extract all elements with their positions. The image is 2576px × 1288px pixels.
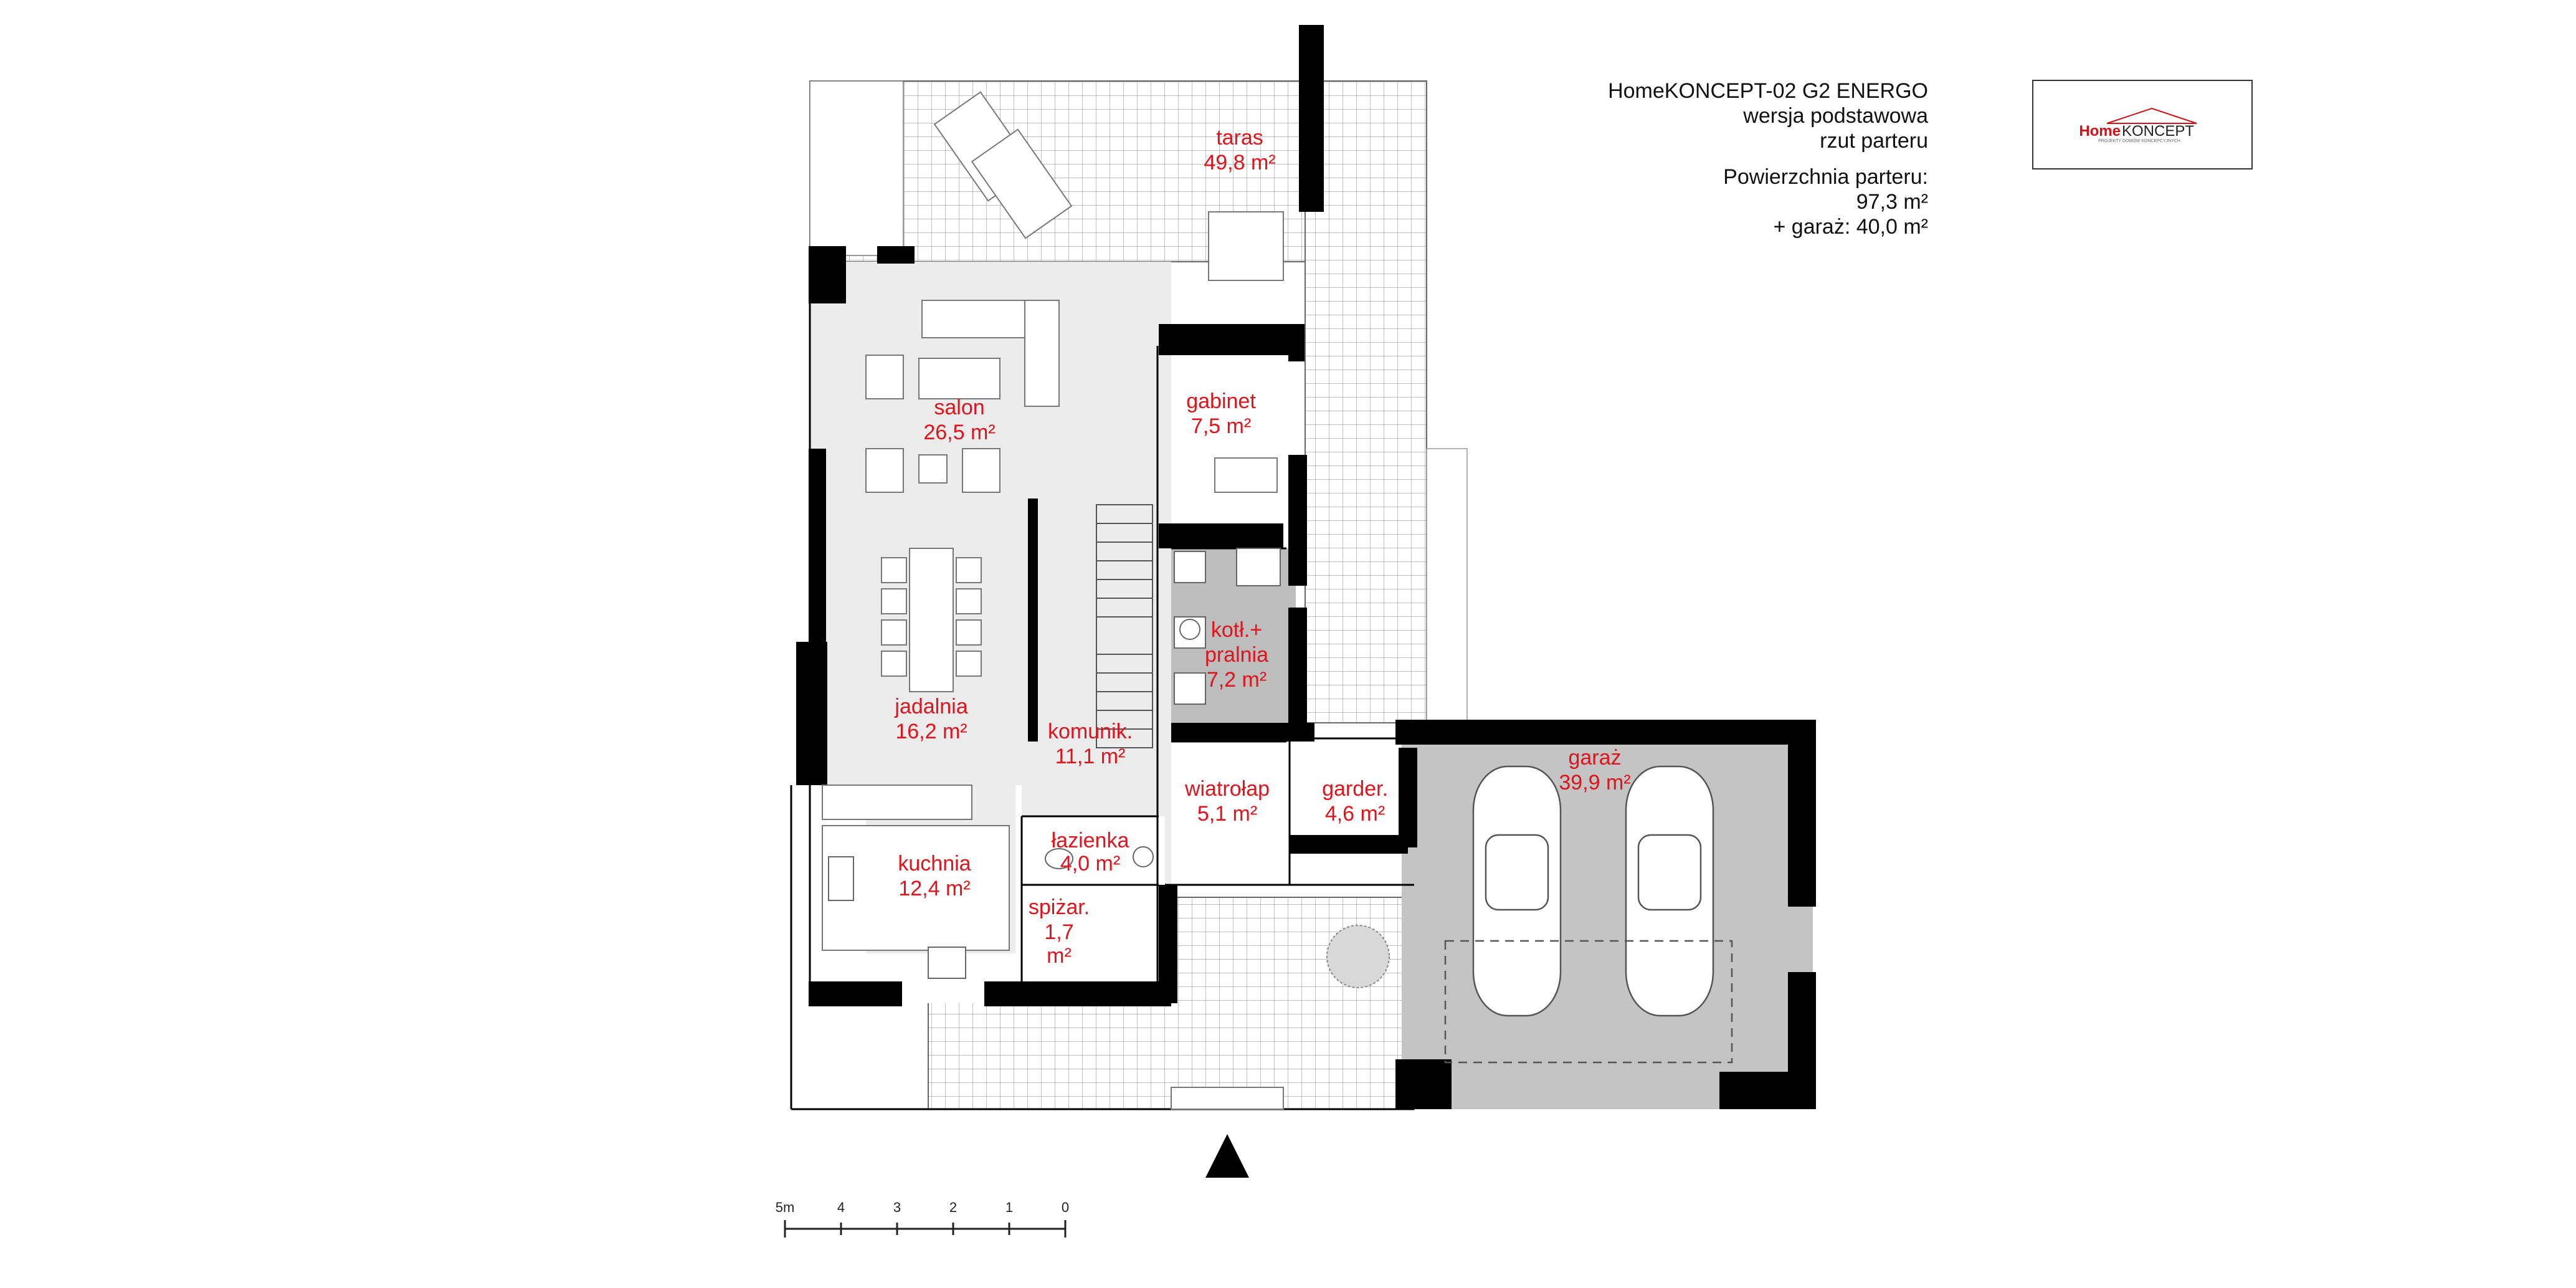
room-area-garaz: 39,9 m² bbox=[1559, 771, 1630, 794]
room-name-lazienka: łazienka bbox=[1052, 829, 1129, 852]
armchair bbox=[962, 448, 1000, 493]
dining-chair bbox=[881, 588, 907, 614]
room-area-komunik: 11,1 m² bbox=[1055, 745, 1126, 768]
scale-label-2: 2 bbox=[949, 1200, 957, 1215]
logo-tagline: PROJEKTY DOMÓW KONCEPCYJNYCH bbox=[2098, 138, 2180, 143]
dining-chair bbox=[956, 588, 982, 614]
sofa-chaise bbox=[1024, 300, 1060, 407]
kitchen-island bbox=[822, 785, 972, 820]
partition-lines bbox=[790, 262, 1414, 1110]
room-area-kuchnia: 12,4 m² bbox=[898, 877, 970, 900]
dining-chair bbox=[881, 651, 907, 677]
room-name-salon: salon bbox=[934, 396, 984, 419]
scale-label-3: 3 bbox=[893, 1200, 901, 1215]
sun-lounger bbox=[971, 128, 1073, 239]
label-wiatrolap: wiatrołap 5,1 m² bbox=[1184, 777, 1270, 826]
dining-chair bbox=[881, 619, 907, 646]
plan-view-name: rzut parteru bbox=[1820, 129, 1928, 153]
washing-machine bbox=[1174, 551, 1206, 583]
kitchen-sink bbox=[828, 856, 854, 901]
room-name-spizar: spiżar. bbox=[1029, 895, 1090, 919]
coffee-table bbox=[918, 358, 1000, 399]
north-arrow-icon bbox=[1205, 1134, 1249, 1178]
room-area-taras: 49,8 m² bbox=[1204, 151, 1275, 174]
armchair bbox=[865, 355, 904, 399]
room-labels: taras 49,8 m² salon 26,5 m² gabinet 7,5 … bbox=[894, 126, 1630, 968]
room-area-jadalnia: 16,2 m² bbox=[895, 720, 967, 743]
label-garder: garder. 4,6 m² bbox=[1322, 777, 1388, 826]
label-komunik: komunik. 11,1 m² bbox=[1048, 720, 1133, 768]
floor-area-value: 97,3 m² bbox=[1856, 190, 1928, 214]
entrance-step bbox=[1171, 1087, 1284, 1110]
room-name-wiatrolap: wiatrołap bbox=[1184, 777, 1270, 801]
sink-icon bbox=[1179, 619, 1200, 640]
room-area-salon: 26,5 m² bbox=[923, 421, 995, 444]
room-name-kuchnia: kuchnia bbox=[898, 852, 971, 875]
room-area-garder: 4,6 m² bbox=[1325, 802, 1385, 826]
logo-koncept-text: KONCEPT bbox=[2122, 123, 2194, 140]
appliances bbox=[828, 548, 1281, 979]
dining-chair bbox=[881, 557, 907, 583]
scale-bar: 0 1 2 3 4 5m bbox=[776, 1200, 1069, 1238]
hedge-plant bbox=[1326, 925, 1390, 988]
terrace-table bbox=[1208, 211, 1284, 281]
room-name2-kotl: pralnia bbox=[1205, 643, 1268, 667]
room-name-garaz: garaż bbox=[1568, 746, 1621, 770]
dining-chair bbox=[956, 651, 982, 677]
room-area-kotl: 7,2 m² bbox=[1207, 668, 1267, 692]
label-jadalnia: jadalnia 16,2 m² bbox=[894, 695, 967, 743]
label-kotl: kotł.+ pralnia 7,2 m² bbox=[1205, 618, 1268, 692]
label-garaz: garaż 39,9 m² bbox=[1559, 746, 1630, 794]
room-name-komunik: komunik. bbox=[1048, 720, 1133, 743]
car-right-roof bbox=[1637, 834, 1702, 911]
room-name-kotl: kotł.+ bbox=[1211, 618, 1262, 642]
garage-cars bbox=[1444, 765, 1733, 1064]
project-title: HomeKONCEPT-02 G2 ENERGO bbox=[1608, 79, 1928, 103]
stove bbox=[1236, 548, 1281, 586]
dryer bbox=[1174, 672, 1206, 705]
armchair bbox=[865, 448, 904, 493]
side-table bbox=[918, 454, 948, 484]
garage-floor bbox=[1402, 723, 1813, 1109]
label-spizar: spiżar. 1,7 m² bbox=[1029, 895, 1090, 968]
room-name-garder: garder. bbox=[1322, 777, 1388, 801]
label-lazienka: łazienka 4,0 m² bbox=[1052, 829, 1129, 875]
logo-home-text: Home bbox=[2079, 123, 2121, 140]
scale-label-4: 4 bbox=[837, 1200, 845, 1215]
company-logo: Home KONCEPT PROJEKTY DOMÓW KONCEPCYJNYC… bbox=[2032, 80, 2253, 169]
label-gabinet: gabinet 7,5 m² bbox=[1186, 389, 1256, 438]
garage-area-value: + garaż: 40,0 m² bbox=[1773, 215, 1928, 239]
room-area-wiatrolap: 5,1 m² bbox=[1197, 802, 1257, 826]
project-version: wersja podstawowa bbox=[1743, 104, 1928, 128]
dining-chair bbox=[956, 619, 982, 646]
garage-door-outline bbox=[1444, 940, 1733, 1064]
label-kuchnia: kuchnia 12,4 m² bbox=[898, 852, 971, 900]
staircase bbox=[1096, 504, 1153, 748]
building-walls bbox=[796, 25, 1816, 1109]
room-area-gabinet: 7,5 m² bbox=[1191, 414, 1251, 438]
room-name-jadalnia: jadalnia bbox=[894, 695, 967, 718]
toilet-icon bbox=[1045, 848, 1073, 869]
dining-chair bbox=[956, 557, 982, 583]
room-area-lazienka: 4,0 m² bbox=[1060, 852, 1120, 875]
label-salon: salon 26,5 m² bbox=[923, 396, 995, 444]
logo-mark: Home KONCEPT PROJEKTY DOMÓW KONCEPCYJNYC… bbox=[2079, 107, 2197, 143]
room-name-gabinet: gabinet bbox=[1186, 389, 1256, 413]
room-area2-spizar: m² bbox=[1047, 944, 1072, 968]
scale-label-0: 0 bbox=[1062, 1200, 1069, 1215]
room-name-taras: taras bbox=[1216, 126, 1263, 150]
floor-area-label: Powierzchnia parteru: bbox=[1723, 165, 1928, 189]
washbasin-icon bbox=[1133, 846, 1154, 867]
furniture bbox=[822, 91, 1284, 1110]
scale-label-5m: 5m bbox=[776, 1200, 795, 1215]
desk bbox=[1214, 457, 1278, 493]
cooktop bbox=[928, 947, 966, 979]
label-taras: taras 49,8 m² bbox=[1204, 126, 1275, 174]
plan-header: HomeKONCEPT-02 G2 ENERGO wersja podstawo… bbox=[1608, 79, 1928, 239]
scale-label-1: 1 bbox=[1005, 1200, 1013, 1215]
dining-table bbox=[909, 548, 954, 692]
room-area-spizar: 1,7 bbox=[1044, 920, 1073, 944]
car-left-roof bbox=[1485, 834, 1549, 911]
